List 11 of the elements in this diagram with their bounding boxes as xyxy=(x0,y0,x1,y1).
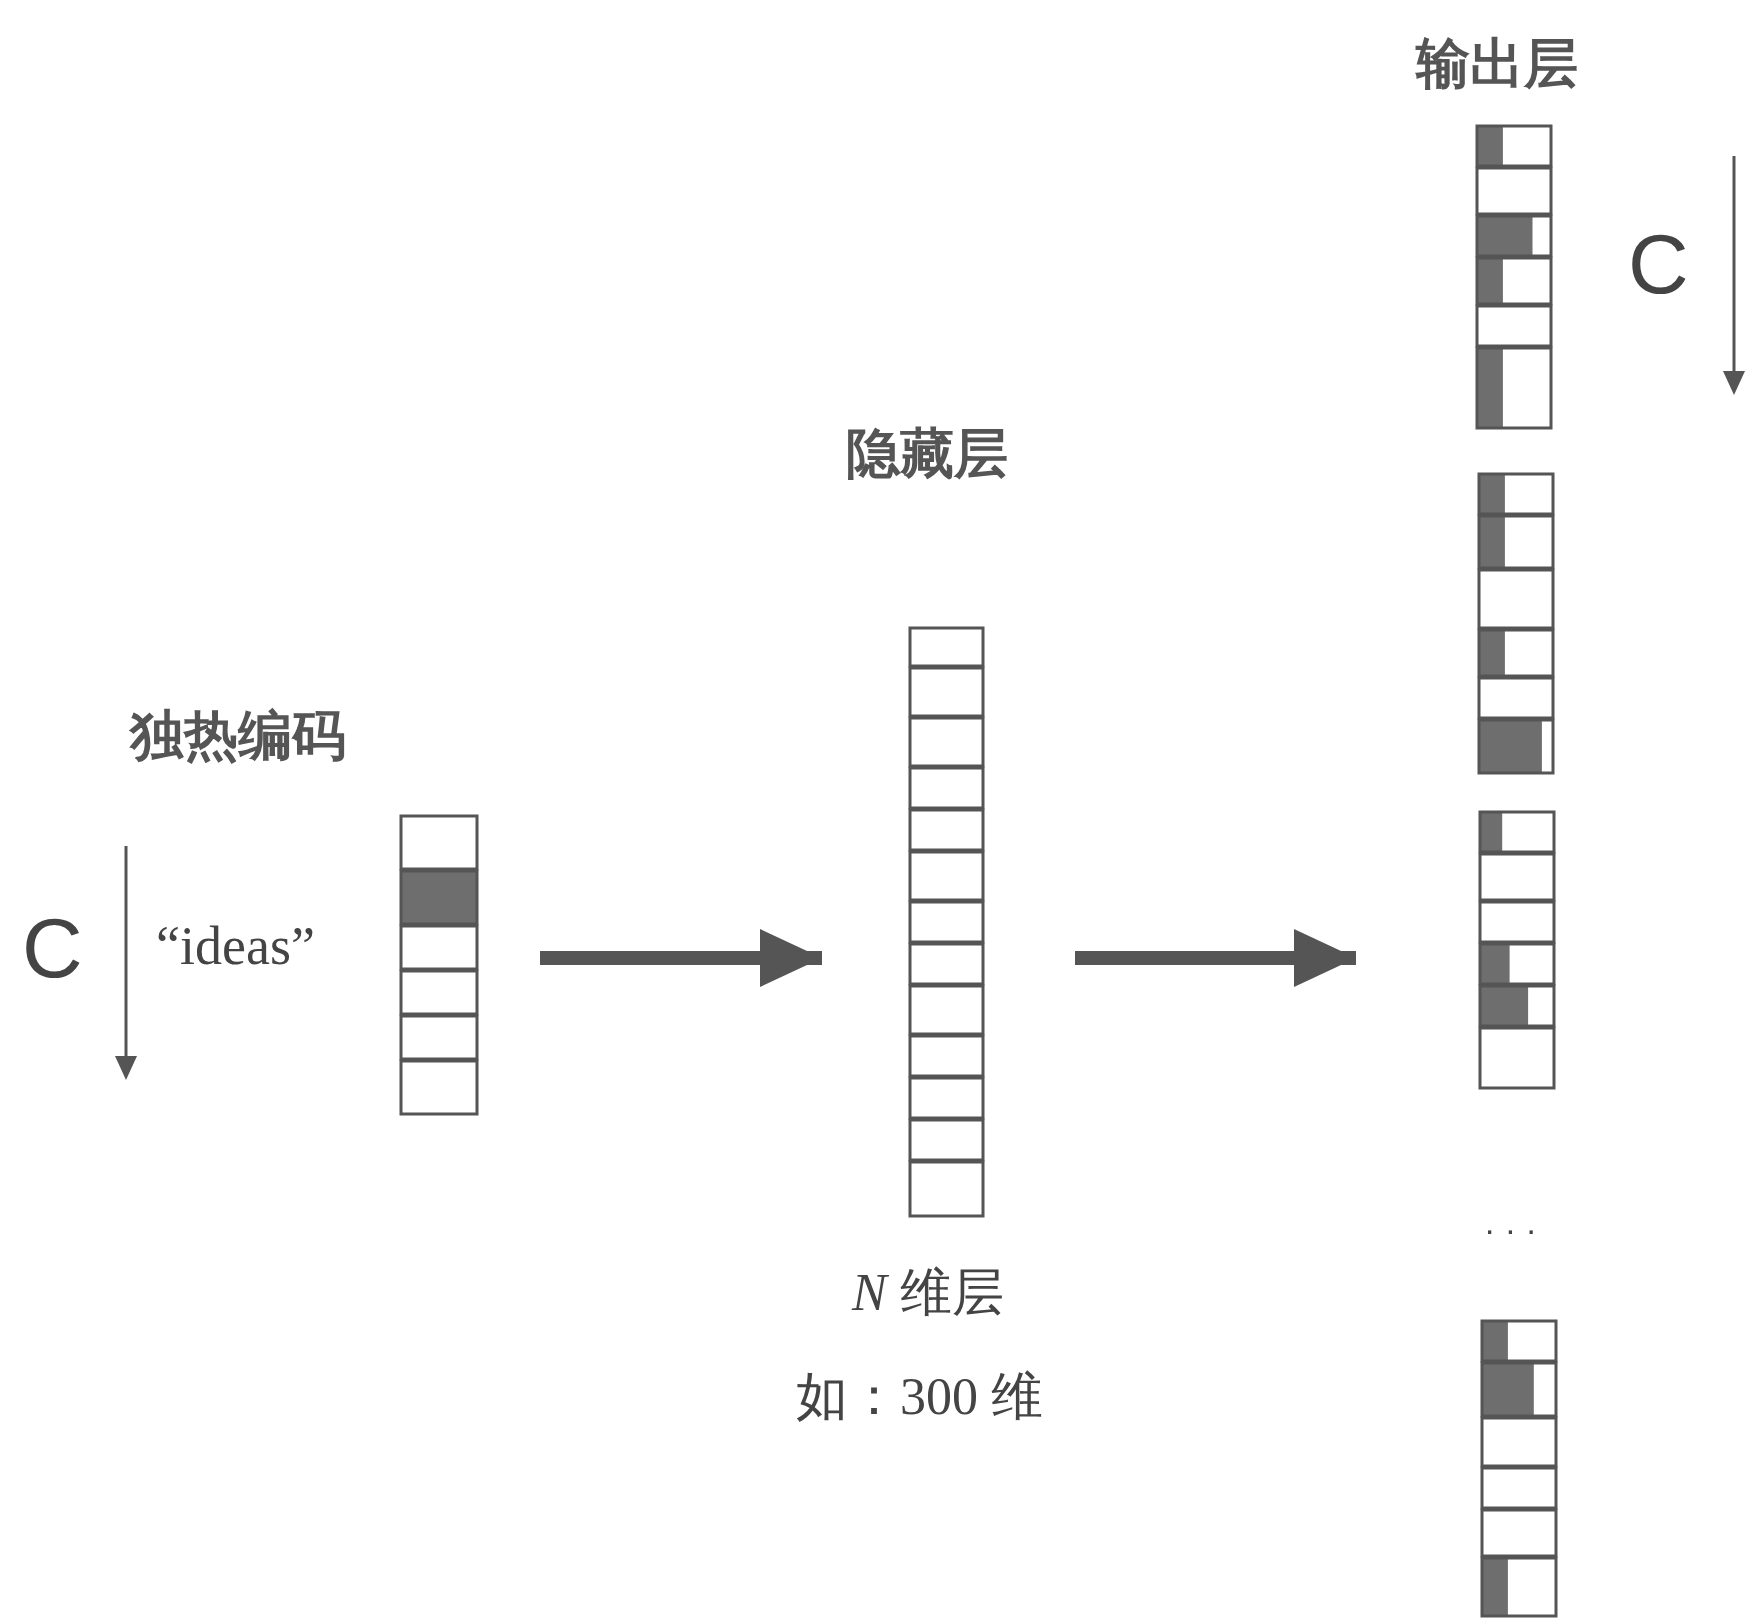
layer-title: 独热编码 xyxy=(130,705,346,765)
dimension-label: C xyxy=(1628,222,1689,306)
dimension-label: C xyxy=(22,906,83,990)
arrow xyxy=(1075,929,1356,987)
caption-text: 如：300 维 xyxy=(796,1367,1043,1427)
layer-title: 隐藏层 xyxy=(846,423,1008,483)
caption-text: N 维层 xyxy=(852,1263,1004,1323)
word-label: “ideas” xyxy=(156,915,315,977)
layer-title: 输出层 xyxy=(1416,33,1578,93)
ellipsis-text: · · · xyxy=(1484,1212,1537,1246)
arrow xyxy=(540,929,822,987)
